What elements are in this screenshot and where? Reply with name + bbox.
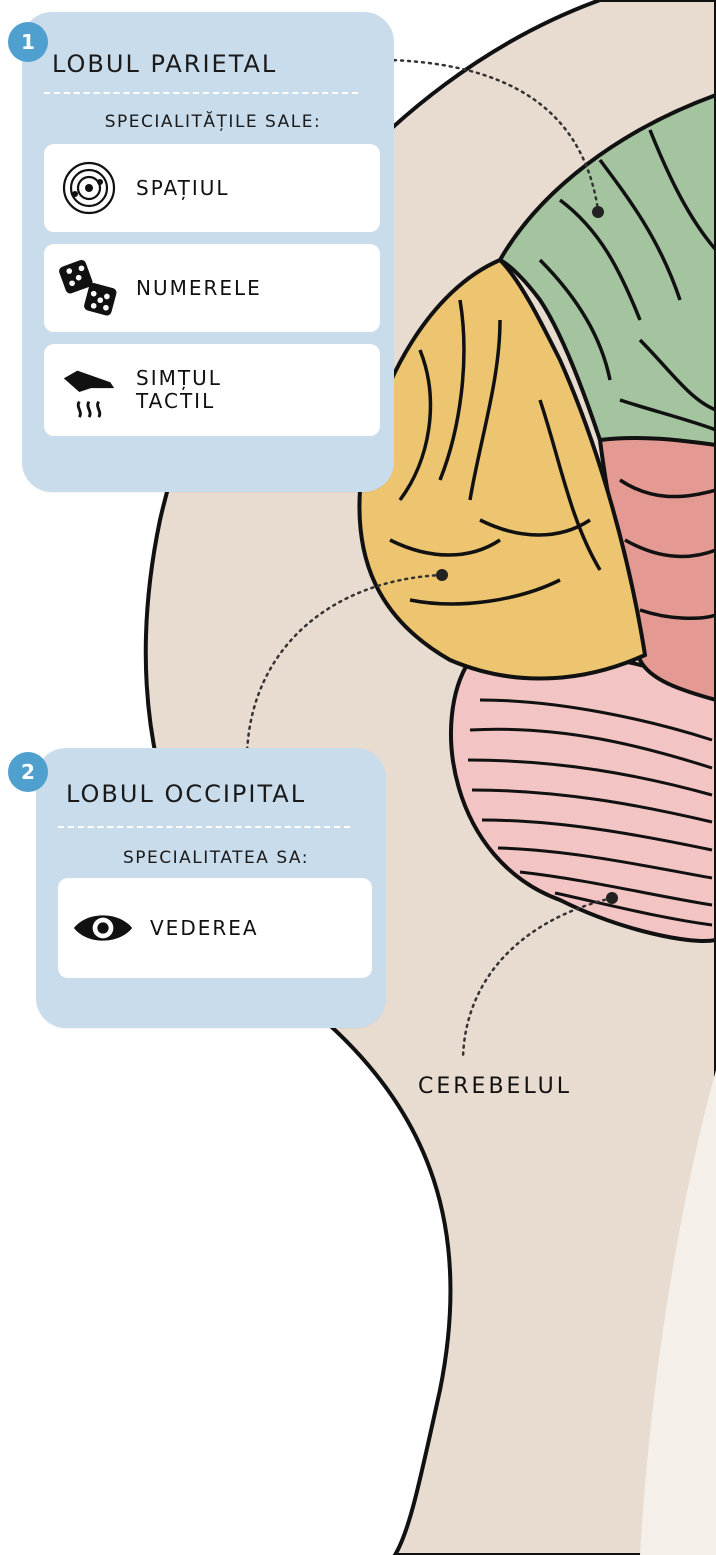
dice-icon [58,258,120,318]
parietal-card: LOBUL PARIETAL SPECIALITĂȚILE SALE: SPAȚ… [22,12,394,492]
orbit-icon [58,158,120,218]
number-badge: 1 [8,22,48,62]
divider [44,92,358,94]
item-space: SPAȚIUL [44,144,380,232]
card-title: LOBUL PARIETAL [52,50,372,78]
divider [58,826,350,828]
item-touch: SIMȚUL TACTIL [44,344,380,436]
hand-touch-icon [58,360,120,420]
item-label: NUMERELE [136,277,262,300]
card-title: LOBUL OCCIPITAL [66,780,364,808]
item-label: SIMȚUL TACTIL [136,367,222,413]
number-badge: 2 [8,752,48,792]
item-vision: VEDEREA [58,878,372,978]
item-label: VEDEREA [150,917,259,940]
occipital-card: LOBUL OCCIPITAL SPECIALITATEA SA: VEDERE… [36,748,386,1028]
card-subtitle: SPECIALITĂȚILE SALE: [52,112,374,132]
eye-icon [72,898,134,958]
cerebellum-label: CEREBELUL [418,1074,572,1099]
item-numbers: NUMERELE [44,244,380,332]
card-subtitle: SPECIALITATEA SA: [66,848,366,868]
item-label: SPAȚIUL [136,177,230,200]
